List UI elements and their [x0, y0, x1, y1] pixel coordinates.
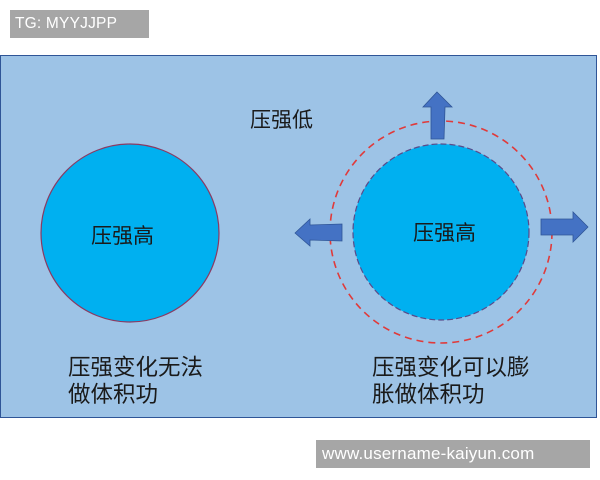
right-circle-label: 压强高 — [413, 221, 476, 245]
right-caption-line-2: 胀做体积功 — [372, 382, 485, 408]
left-high-pressure-circle — [40, 143, 220, 323]
left-caption-line-1: 压强变化无法 — [68, 355, 204, 381]
arrow-right-icon — [540, 211, 589, 243]
right-high-pressure-circle — [352, 143, 530, 321]
left-circle-label: 压强高 — [91, 224, 154, 248]
left-caption-line-2: 做体积功 — [68, 382, 159, 408]
low-pressure-label: 压强低 — [250, 108, 313, 132]
right-caption: 压强变化可以膨 胀做体积功 — [372, 355, 530, 409]
left-caption: 压强变化无法 做体积功 — [68, 355, 203, 409]
arrow-up-icon — [422, 91, 453, 140]
watermark-top: TG: MYYJJPP — [10, 10, 149, 38]
watermark-bottom: www.username-kaiyun.com — [316, 440, 590, 468]
arrow-left-icon — [294, 218, 343, 247]
right-caption-line-1: 压强变化可以膨 — [372, 355, 530, 381]
